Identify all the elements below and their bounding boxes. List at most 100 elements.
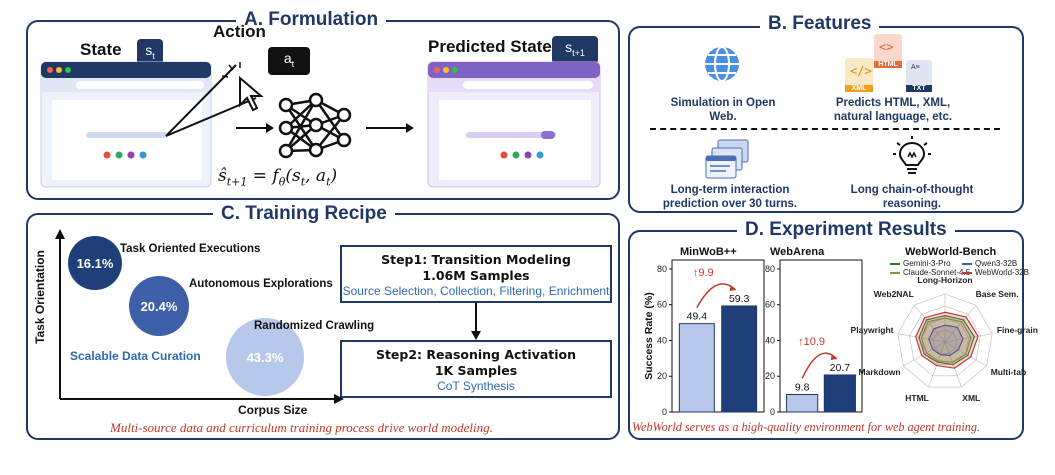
formulation-graphic [40, 61, 601, 188]
training-ylabel: Task Orientation [33, 250, 47, 344]
legend-swatch [962, 271, 972, 274]
radar-spoke [913, 305, 946, 343]
txt-file-icon: A≡ TXT [906, 60, 932, 92]
curation-label: Scalable Data Curation [70, 349, 201, 363]
current-state-browser [40, 61, 212, 188]
globe-icon [705, 46, 739, 82]
bar-0-0 [678, 323, 715, 413]
training-footer: Multi-source data and curriculum trainin… [110, 420, 493, 435]
radar-axis-label: HTML [905, 393, 929, 404]
neural-network-icon [278, 92, 352, 159]
minwob-title: MinWoB++ [680, 246, 737, 258]
ytick-label: 20 [765, 371, 775, 381]
webarena-title: WebArena [770, 246, 825, 258]
radar-axis-label: Markdown [858, 366, 901, 377]
radar-legend-item: Gemini-3-Pro [890, 259, 951, 268]
step-arrow [471, 303, 481, 340]
radar-spoke [944, 305, 977, 343]
radar-axis-label: Web2NAL [873, 289, 914, 300]
plot-frame-0 [671, 259, 765, 413]
xml-file-icon: </> XML [845, 58, 873, 92]
training-title: C. Training Recipe [213, 203, 395, 225]
radar-series-webworld-32b [915, 311, 979, 369]
feature-chain-of-thought: Long chain-of-thought reasoning. [850, 184, 974, 210]
html-file-icon: <> HTML [874, 34, 902, 68]
radar-grid-ring [897, 293, 993, 388]
radar-axis-label: Fine-grain [996, 325, 1038, 336]
bar-1-0 [786, 393, 819, 413]
world-model-equation: ŝt+1 = fθ(st, at) [218, 166, 338, 189]
bubble-randomized-label: Randomized Crawling [254, 320, 375, 332]
ytick-label: 0 [662, 407, 667, 417]
gain-annotation: ↑9.9 [693, 267, 714, 279]
state-label: State [80, 40, 122, 59]
training-xlabel: Corpus Size [238, 403, 308, 417]
plot-frame-1 [779, 259, 863, 413]
radar-legend-item: Qwen3-32B [962, 259, 1017, 268]
ytick-label: 80 [765, 264, 775, 274]
feature-predicts-formats: Predicts HTML, XML, natural language, et… [833, 97, 953, 123]
experiments-title: D. Experiment Results [737, 219, 955, 241]
bubble-task-oriented-label: Task Oriented Executions [120, 243, 261, 255]
radar-grid-ring [921, 317, 969, 365]
cursor-icon [221, 62, 264, 112]
radar-legend-item: WebWorld-32B [962, 268, 1029, 277]
bubble-autonomous: 20.4% [129, 276, 189, 336]
step2-box: Step2: Reasoning Activation 1K Samples C… [340, 340, 612, 398]
radar-spoke [928, 341, 946, 388]
predicted-state-label: Predicted State [428, 37, 552, 56]
lightbulb-icon [893, 136, 931, 174]
experiments-footer: WebWorld serves as a high-quality enviro… [632, 420, 980, 434]
ytick-label: 80 [657, 264, 667, 274]
bubble-randomized: 43.3% [226, 318, 304, 396]
action-label: Action [213, 22, 266, 41]
legend-label: Qwen3-32B [975, 259, 1018, 268]
ytick-label: 60 [657, 300, 667, 310]
radar-chart [897, 293, 993, 388]
legend-label: WebWorld-32B [975, 268, 1029, 277]
radar-series-qwen3-32b [928, 324, 964, 357]
bar-value-label: 20.7 [830, 362, 851, 374]
legend-label: Claude-Sonnet-4.5 [903, 268, 971, 277]
legend-swatch [962, 262, 972, 265]
ytick-label: 60 [765, 300, 775, 310]
gain-annotation: ↑10.9 [798, 336, 825, 348]
radar-axis-label: Playwright [850, 325, 894, 336]
bar-value-label: 59.3 [729, 293, 750, 305]
bar-0-1 [721, 305, 758, 413]
legend-label: Gemini-3-Pro [903, 259, 951, 268]
radar-grid-ring [932, 329, 958, 354]
ytick-label: 20 [657, 371, 667, 381]
bar-1-1 [823, 374, 856, 413]
radar-title: WebWorld-Bench [905, 246, 997, 258]
action-tag: at [268, 47, 310, 75]
features-divider [650, 128, 1000, 130]
radar-axis-label: Long-Horizon [917, 275, 973, 285]
radar-legend-item: Claude-Sonnet-4.5 [890, 268, 970, 277]
step1-box: Step1: Transition Modeling 1.06M Samples… [340, 245, 612, 303]
radar-series-gemini-3-pro [918, 314, 975, 366]
predicted-state-tag: st+1 [552, 36, 598, 64]
predicted-state-browser [427, 61, 601, 188]
ytick-label: 40 [765, 335, 775, 345]
legend-swatch [890, 271, 900, 274]
stacked-windows-icon [705, 139, 749, 179]
feature-open-web: Simulation in Open Web. [670, 97, 776, 123]
radar-grid-ring [909, 305, 981, 377]
radar-axis-label: Multi-tab [990, 366, 1027, 377]
gain-arrowhead [830, 353, 837, 360]
features-title: B. Features [760, 13, 880, 35]
radar-axis-label: Base Sem. [975, 289, 1019, 300]
radar-axis-label: XML [962, 393, 981, 404]
bar-charts: 02040608049.459.3↑9.90204060809.820.7↑10… [657, 259, 863, 417]
bar-value-label: 49.4 [687, 311, 708, 323]
radar-spoke [944, 333, 993, 343]
ytick-label: 0 [770, 407, 775, 417]
ytick-label: 40 [657, 335, 667, 345]
formulation-title: A. Formulation [236, 9, 387, 31]
feature-long-term: Long-term interaction prediction over 30… [662, 184, 798, 210]
bubble-task-oriented: 16.1% [68, 236, 122, 290]
training-axes [55, 229, 344, 404]
bubble-autonomous-label: Autonomous Explorations [189, 278, 333, 290]
legend-swatch [890, 262, 900, 265]
